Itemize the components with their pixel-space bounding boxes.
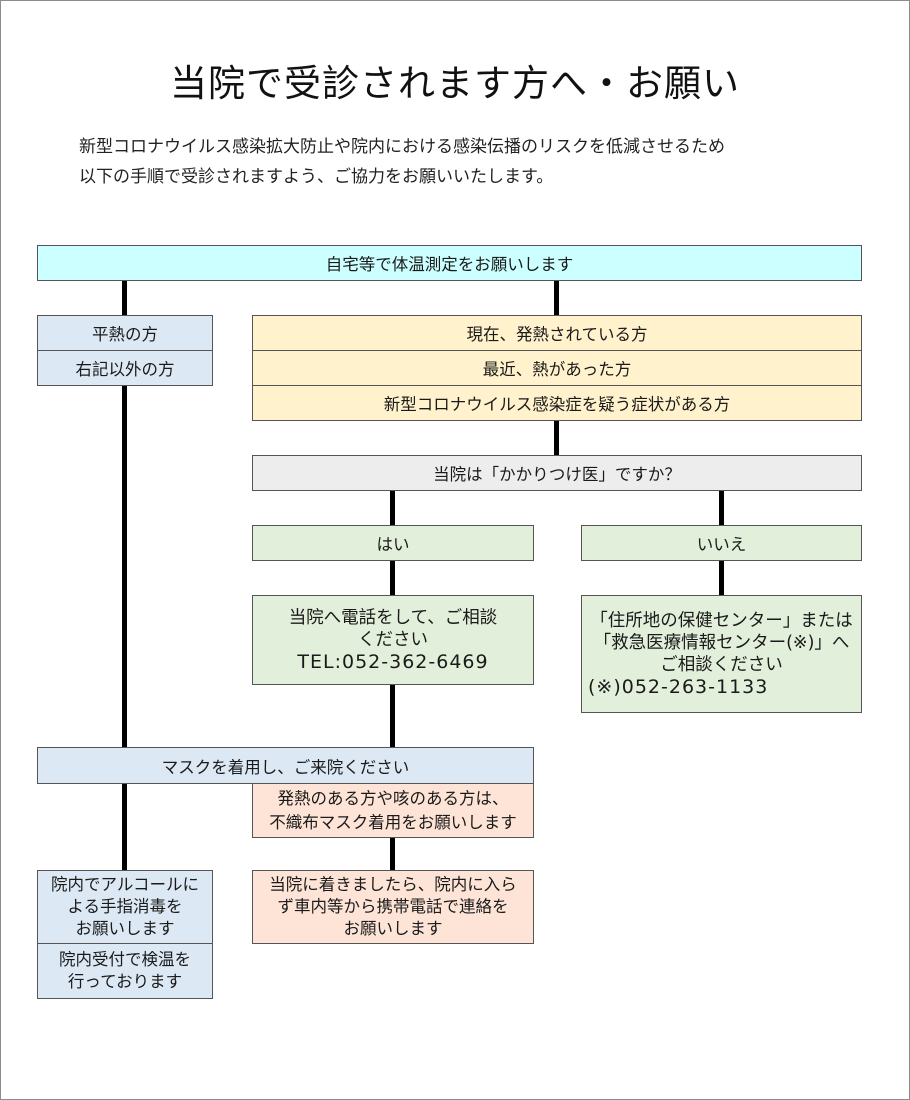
covid-symptoms-box: 新型コロナウイルス感染症を疑う症状がある方 [252, 385, 862, 421]
connector-detail-mask [390, 684, 395, 748]
connector-no-detail [719, 561, 724, 596]
health-center-line-2: 「救急医療情報センター(※)」へ [593, 633, 850, 653]
disinfect-line-1: 院内でアルコールに [50, 875, 199, 894]
arrival-line-3: お願いします [343, 919, 443, 938]
call-clinic-box: 当院へ電話をして、ご相談 ください TEL:052-362-6469 [252, 595, 534, 685]
connector-mask-disinfect [122, 783, 127, 871]
family-doctor-question-box: 当院は「かかりつけ医」ですか？ [252, 455, 862, 491]
intro-text: 新型コロナウイルス感染拡大防止や院内における感染伝播のリスクを低減させるため 以… [79, 132, 725, 192]
intro-line-1: 新型コロナウイルス感染拡大防止や院内における感染伝播のリスクを低減させるため [79, 137, 725, 157]
clinic-phone-number: TEL:052-362-6469 [297, 651, 489, 673]
arrival-line-2: ず車内等から携帯電話で連絡を [277, 897, 509, 916]
page-title: 当院で受診されます方へ・お願い [170, 62, 740, 105]
reception-temp-line-2: 行っております [67, 972, 183, 991]
connector-top-right [554, 280, 559, 316]
connector-note-arrival [390, 837, 395, 871]
recent-fever-box: 最近、熱があった方 [252, 350, 862, 386]
normal-temp-box: 平熱の方 [37, 315, 213, 351]
current-fever-box: 現在、発熱されている方 [252, 315, 862, 351]
disinfect-line-3: お願いします [75, 919, 175, 938]
reception-temp-box: 院内受付で検温を 行っております [37, 943, 213, 999]
call-clinic-line-2: ください [358, 630, 428, 650]
emergency-phone-number: (※)052-263-1133 [588, 676, 769, 698]
mask-note-line-1: 発熱のある方や咳のある方は、 [277, 788, 509, 808]
wear-mask-box: マスクを着用し、ご来院ください [37, 747, 534, 784]
connector-fever-question [554, 420, 559, 456]
connector-yes-detail [390, 561, 395, 596]
no-box: いいえ [581, 525, 862, 561]
arrival-line-1: 当院に着きましたら、院内に入ら [269, 875, 517, 894]
yes-box: はい [252, 525, 534, 561]
call-clinic-line-1: 当院へ電話をして、ご相談 [288, 608, 498, 628]
connector-question-yes [390, 490, 395, 526]
connector-question-no [719, 490, 724, 526]
nonwoven-mask-note-box: 発熱のある方や咳のある方は、 不織布マスク着用をお願いします [252, 783, 534, 838]
intro-line-2: 以下の手順で受診されますよう、ご協力をお願いいたします。 [79, 167, 554, 187]
health-center-line-3: ご相談ください [660, 655, 783, 675]
mask-note-line-2: 不織布マスク着用をお願いします [269, 812, 517, 832]
disinfect-line-2: よる手指消毒を [67, 897, 183, 916]
hand-disinfection-box: 院内でアルコールに よる手指消毒を お願いします [37, 870, 213, 944]
health-center-box: 「住所地の保健センター」または 「救急医療情報センター(※)」へ ご相談ください… [581, 595, 862, 713]
reception-temp-line-1: 院内受付で検温を [59, 950, 191, 969]
health-center-line-1: 「住所地の保健センター」または [590, 611, 853, 631]
arrival-contact-box: 当院に着きましたら、院内に入ら ず車内等から携帯電話で連絡を お願いします [252, 870, 534, 944]
temperature-check-box: 自宅等で体温測定をお願いします [37, 245, 862, 281]
connector-top-left [122, 280, 127, 316]
other-than-right-box: 右記以外の方 [37, 350, 213, 386]
connector-left-main [122, 385, 127, 748]
